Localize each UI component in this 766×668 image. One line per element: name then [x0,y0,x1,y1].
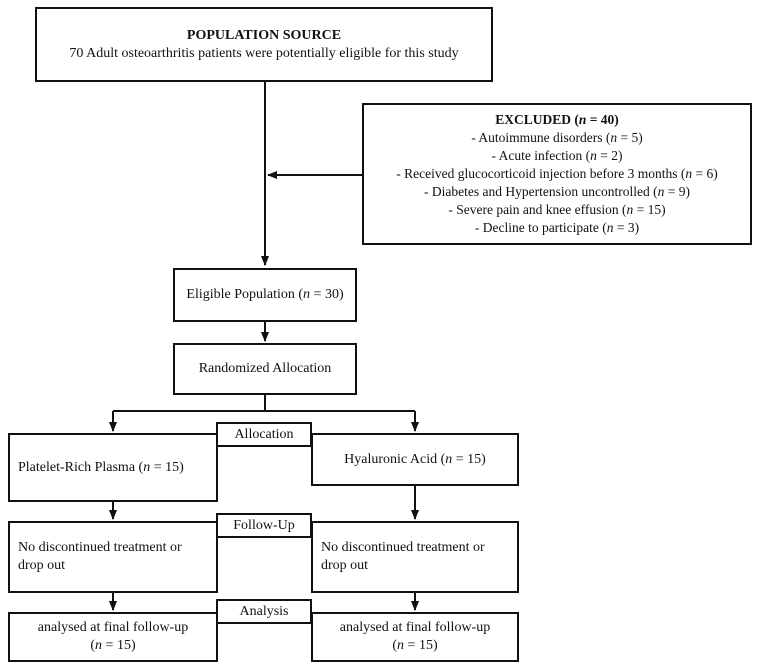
excluded-item: - Autoimmune disorders (n = 5) [471,130,643,145]
left-analysis-line1: analysed at final follow-up [37,620,189,635]
left-allocation-box: Platelet-Rich Plasma (n = 15) [8,433,218,502]
right-followup-box: No discontinued treatment or drop out [311,521,519,593]
left-followup-box: No discontinued treatment or drop out [8,521,218,593]
right-followup-line1: No discontinued treatment or [321,540,485,555]
randomized-text: Randomized Allocation [198,361,332,376]
right-allocation-text: Hyaluronic Acid (n = 15) [344,451,486,467]
excluded-box: EXCLUDED (n = 40) - Autoimmune disorders… [362,103,752,245]
left-analysis-box: analysed at final follow-up (n = 15) [8,612,218,662]
right-allocation-box: Hyaluronic Acid (n = 15) [311,433,519,486]
eligible-population-box: Eligible Population (n = 30) [173,268,357,322]
right-analysis-line1: analysed at final follow-up [339,620,491,635]
right-analysis-box: analysed at final follow-up (n = 15) [311,612,519,662]
excluded-item: - Received glucocorticoid injection befo… [396,166,718,181]
right-followup-line2: drop out [321,558,369,573]
randomized-allocation-box: Randomized Allocation [173,343,357,395]
excluded-item: - Acute infection (n = 2) [491,148,623,163]
analysis-label: Analysis [216,599,312,624]
excluded-item: - Decline to participate (n = 3) [474,220,640,235]
left-allocation-text: Platelet-Rich Plasma (n = 15) [18,459,184,475]
excluded-item: - Severe pain and knee effusion (n = 15) [448,202,666,217]
right-analysis-line2: (n = 15) [392,638,438,653]
allocation-label: Allocation [216,422,312,447]
eligible-text: Eligible Population (n = 30) [186,287,344,302]
excluded-item: - Diabetes and Hypertension uncontrolled… [424,184,690,199]
population-text: 70 Adult osteoarthritis patients were po… [69,45,459,61]
excluded-title: EXCLUDED (n = 40) [495,112,619,127]
population-title: POPULATION SOURCE [186,27,342,43]
population-source-box: POPULATION SOURCE 70 Adult osteoarthriti… [35,7,493,82]
left-followup-line2: drop out [18,558,66,573]
followup-label: Follow-Up [216,513,312,538]
left-followup-line1: No discontinued treatment or [18,540,182,555]
left-analysis-line2: (n = 15) [90,638,136,653]
